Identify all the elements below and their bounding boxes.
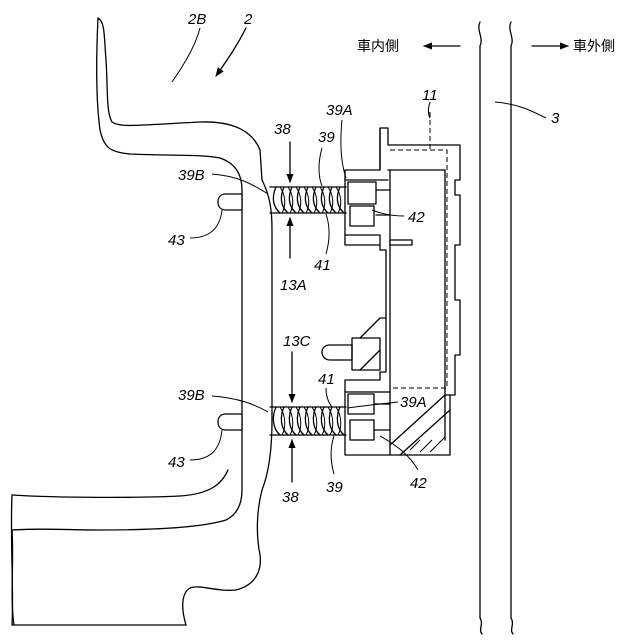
label-3: 3 <box>551 110 560 127</box>
direction-outside: 車外側 <box>532 38 615 55</box>
label-2B: 2B <box>187 11 206 28</box>
label-39A-bottom: 39A <box>400 394 427 411</box>
door-panel-3 <box>479 22 513 634</box>
label-39-top: 39 <box>318 129 335 146</box>
label-39A-top: 39A <box>326 102 353 119</box>
direction-inside-label: 車内側 <box>357 38 399 55</box>
label-43-bottom: 43 <box>168 454 185 471</box>
label-13C: 13C <box>283 333 311 350</box>
label-41-top: 41 <box>314 257 331 274</box>
label-38-top: 38 <box>274 121 291 138</box>
direction-inside: 車内側 <box>357 38 460 55</box>
label-43-top: 43 <box>168 232 185 249</box>
direction-outside-label: 車外側 <box>573 38 615 55</box>
label-39B-top: 39B <box>178 167 205 184</box>
label-42-bottom: 42 <box>410 475 427 492</box>
label-41-bottom: 41 <box>318 371 335 388</box>
label-42-top: 42 <box>408 209 425 226</box>
label-39B-bottom: 39B <box>178 387 205 404</box>
pin-43-bottom <box>218 414 242 430</box>
spring-top <box>270 187 346 213</box>
label-11: 11 <box>422 87 438 104</box>
trim-panel-2 <box>11 18 272 625</box>
label-2: 2 <box>243 11 253 28</box>
spring-bottom <box>270 407 346 435</box>
label-39-bottom: 39 <box>326 479 343 496</box>
label-13A: 13A <box>280 277 307 294</box>
pin-43-top <box>218 194 242 210</box>
label-38-bottom: 38 <box>282 489 299 506</box>
